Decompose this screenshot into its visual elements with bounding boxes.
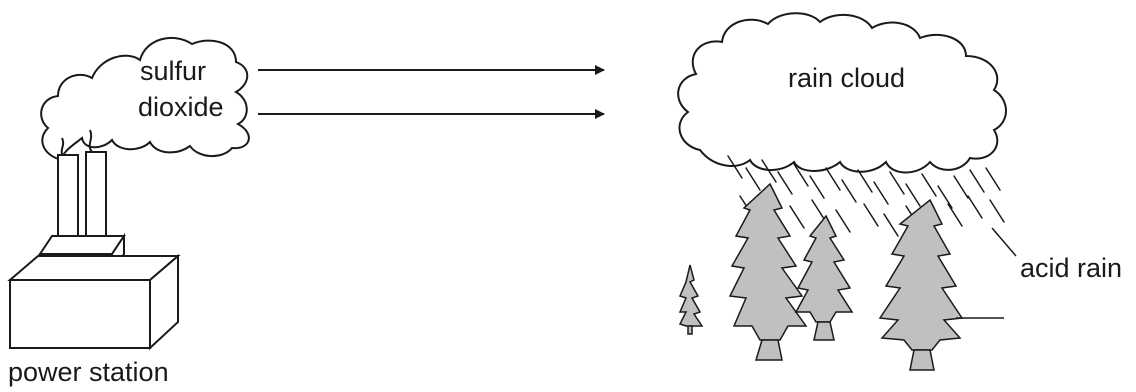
rain-streak — [889, 171, 905, 195]
small-tree-trunk — [687, 325, 693, 335]
smoke-cloud — [40, 36, 250, 162]
rain-streak — [789, 205, 805, 229]
rain-streak — [841, 179, 857, 203]
chimney — [85, 151, 107, 238]
tree-left — [728, 182, 808, 341]
rain-streak — [989, 199, 1005, 223]
tree-middle — [794, 214, 854, 323]
small-tree — [678, 264, 704, 327]
tree-middle-trunk — [813, 321, 835, 341]
gas-label-line2: dioxide — [138, 92, 224, 122]
gas-label-line1: sulfur — [140, 56, 207, 86]
acid-rain-label: acid rain — [1020, 253, 1123, 283]
rain-streak — [967, 195, 983, 219]
roof-block-top — [38, 235, 126, 255]
rain-streak — [873, 181, 889, 205]
tree-right — [878, 198, 964, 351]
rain-streak — [727, 155, 743, 179]
rain-streak — [883, 213, 899, 237]
cloud-label: rain cloud — [788, 63, 906, 93]
acid-rain-leader — [991, 227, 1017, 257]
rain-streak — [921, 173, 937, 197]
chimney-smoke-wisp — [88, 129, 93, 153]
tree-left-trunk — [754, 339, 783, 361]
rain-streak — [825, 167, 841, 191]
rain-cloud — [677, 12, 1007, 174]
building-front — [9, 279, 151, 349]
rain-streak — [985, 167, 1001, 191]
rain-streak — [835, 209, 851, 233]
rain-streak — [905, 183, 921, 207]
power-station-label: power station — [8, 357, 169, 387]
rain-streak — [777, 171, 793, 195]
rain-streak — [947, 203, 963, 227]
rain-streak — [793, 163, 809, 187]
rain-streak — [761, 159, 777, 183]
chimney — [57, 154, 79, 238]
rain-streak — [809, 175, 825, 199]
rain-streak — [937, 185, 953, 209]
tree-right-trunk — [909, 349, 935, 371]
rain-streak — [863, 203, 879, 227]
rain-streak — [745, 167, 761, 191]
building-side — [149, 253, 179, 351]
rain-streak — [857, 169, 873, 193]
rain-streak — [953, 175, 969, 199]
rain-streak — [969, 169, 985, 193]
